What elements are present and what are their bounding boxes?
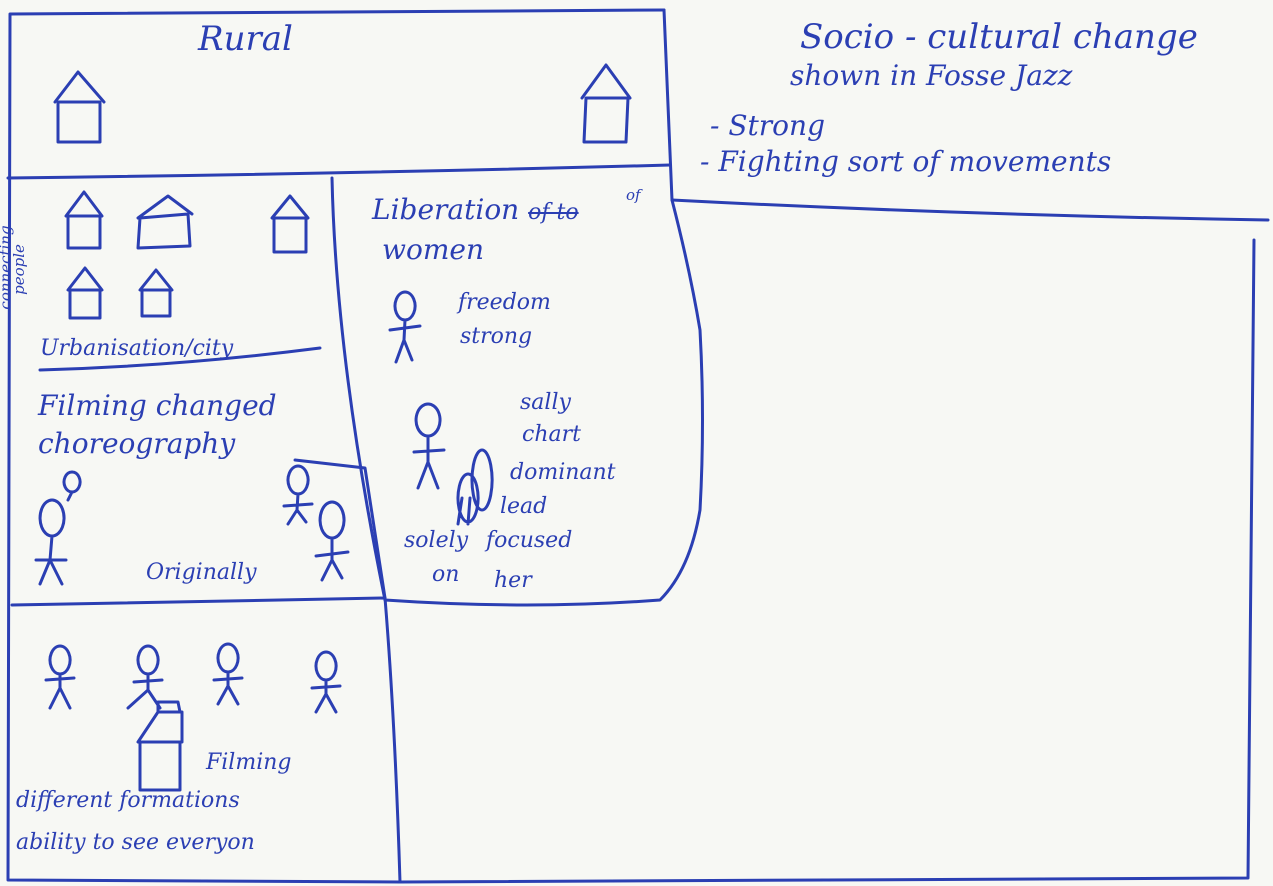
socio-title-line1: Socio - cultural change [800,17,1198,57]
house-icon [64,190,104,250]
connecting-people-label-line2: people [9,244,28,295]
formations-line1: different formations [16,788,240,813]
stick-figure-icon [310,650,342,714]
woman-figure-icon [456,448,494,526]
note-freedom: freedom [458,290,551,315]
note-lead: lead [500,494,548,519]
formations-right-border [383,596,402,884]
middle-vertical-divider [330,176,387,602]
stick-figure-icon [126,644,164,710]
urbanisation-label: Urbanisation/city [40,336,234,361]
camera-filming-label: Filming [206,750,292,775]
camera-icon [136,700,184,792]
top-vertical-divider [662,8,674,202]
liberation-right-border [383,198,704,607]
stick-figure-icon [282,464,314,526]
stick-figure-icon [388,290,422,364]
liberation-women: women [382,233,484,266]
liberation-word: Liberation [372,193,520,226]
filming-changed-line1: Filming changed [38,389,277,422]
house-icon [138,268,174,318]
stick-figure-icon [212,642,244,706]
stick-figure-icon [412,402,446,490]
socio-bullet-strong: - Strong [710,109,825,142]
house-icon [66,266,104,320]
stick-figure-icon [62,470,82,502]
urban-underline [38,346,322,372]
house-icon [136,194,194,250]
note-chart: chart [522,422,581,447]
filming-changed-line2: choreography [38,427,236,460]
socio-bullet-fighting: - Fighting sort of movements [700,145,1112,178]
rural-divider [6,163,672,180]
socio-title-line2: shown in Fosse Jazz [790,59,1073,92]
note-her: her [494,568,532,593]
note-on: on [432,562,460,587]
note-solely: solely [404,528,469,553]
stick-figure-icon [314,500,350,582]
liberation-superscript: of [626,186,641,204]
originally-label: Originally [146,560,257,585]
rural-title: Rural [198,19,293,59]
socio-divider [670,198,1270,222]
filming-lower-divider [10,596,387,607]
stick-figure-icon [34,498,68,586]
liberation-title: Liberation of to [372,196,579,224]
house-icon [53,70,106,144]
formations-line2: ability to see everyon [16,830,255,855]
house-icon [270,194,310,254]
liberation-struck-text: of to [528,200,579,225]
stick-figure-icon [44,644,76,710]
note-dominant: dominant [510,460,616,485]
house-icon [580,63,632,144]
note-strong: strong [460,324,533,349]
note-sally: sally [520,390,571,415]
note-focused: focused [486,528,573,553]
filming-inset-box [293,458,387,600]
sheet-border [6,8,1256,884]
